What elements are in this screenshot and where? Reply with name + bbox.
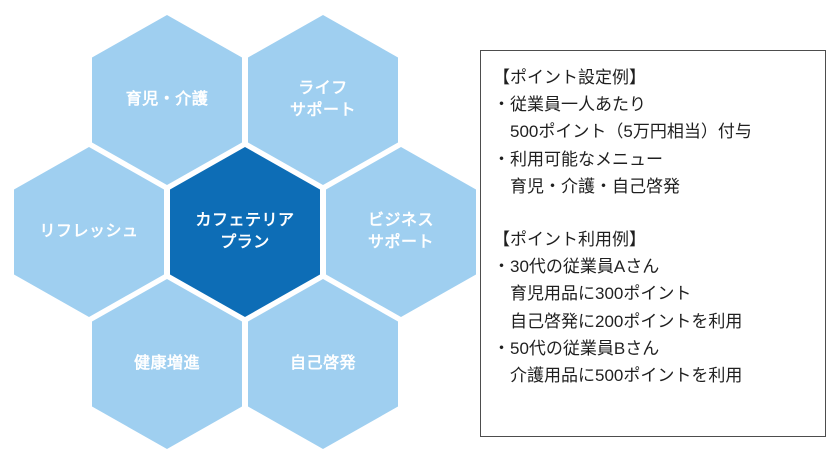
points-setting-section: 【ポイント設定例】 ・従業員一人あたり 500ポイント（5万円相当）付与 ・利用… xyxy=(493,64,813,200)
hexagon-childcare-nursing: 育児・介護 xyxy=(92,15,242,185)
info-line: 育児・介護・自己啓発 xyxy=(493,176,680,196)
points-usage-section: 【ポイント利用例】 ・30代の従業員Aさん 育児用品に300ポイント 自己啓発に… xyxy=(493,226,813,389)
info-line: 500ポイント（5万円相当）付与 xyxy=(493,122,752,142)
hexagon-label-refresh: リフレッシュ xyxy=(39,223,139,241)
hexagon-cafeteria-plan: カフェテリア プラン xyxy=(170,147,320,317)
hexagon-label-health-promotion: 健康増進 xyxy=(133,355,200,373)
hexagon-self-development: 自己啓発 xyxy=(248,279,398,449)
info-line: ・30代の従業員Aさん xyxy=(493,257,660,277)
info-line: ・従業員一人あたり xyxy=(493,95,646,115)
info-line: 育児用品に300ポイント xyxy=(493,284,692,304)
hexagon-label-self-development: 自己啓発 xyxy=(289,355,356,373)
info-line: 介護用品に500ポイントを利用 xyxy=(493,365,743,385)
hexagon-health-promotion: 健康増進 xyxy=(92,279,242,449)
hexagon-label-cafeteria-plan: カフェテリア プラン xyxy=(195,212,295,251)
hexagon-life-support: ライフ サポート xyxy=(248,15,398,185)
points-usage-title: 【ポイント利用例】 xyxy=(493,229,646,249)
points-info-box: 【ポイント設定例】 ・従業員一人あたり 500ポイント（5万円相当）付与 ・利用… xyxy=(480,50,826,437)
points-setting-title: 【ポイント設定例】 xyxy=(493,68,646,87)
hexagon-label-childcare-nursing: 育児・介護 xyxy=(125,91,209,109)
hexagon-label-business-support: ビジネス サポート xyxy=(367,212,434,251)
hexagon-business-support: ビジネス サポート xyxy=(326,147,476,317)
info-line: ・50代の従業員Bさん xyxy=(493,338,660,358)
hexagon-refresh: リフレッシュ xyxy=(14,147,164,317)
info-line: 自己啓発に200ポイントを利用 xyxy=(493,311,743,331)
hexagon-label-life-support: ライフ サポート xyxy=(289,80,356,119)
info-line: ・利用可能なメニュー xyxy=(493,149,663,169)
